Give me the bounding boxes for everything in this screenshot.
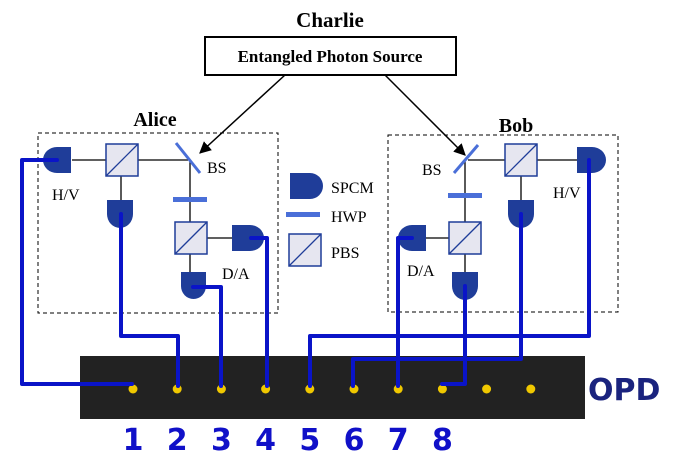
bob-hv-label: H/V [553, 185, 581, 202]
opd-pin-number-1: 1 [123, 423, 144, 458]
opd-pins [128, 384, 536, 394]
source-box [204, 36, 457, 76]
bob-optics: BS H/V D/A [398, 143, 606, 300]
wire-7 [396, 236, 414, 388]
bob-hwp [448, 193, 482, 198]
alice-da-label: D/A [222, 266, 250, 283]
bob-label: Bob [499, 115, 533, 137]
legend-spcm-icon [290, 173, 323, 199]
wire-4 [249, 236, 269, 388]
bob-pbs-hv [504, 143, 538, 177]
wire-2 [119, 212, 180, 388]
bob-station-box [387, 134, 619, 313]
opd-pin-10 [526, 384, 536, 394]
photon-path-to-bob [384, 74, 466, 156]
opd-pin-1 [128, 384, 138, 394]
alice-pbs-hv [105, 143, 139, 177]
bob-da-label: D/A [407, 263, 435, 280]
opd-pin-number-8: 8 [432, 423, 453, 458]
wire-1 [20, 158, 134, 386]
alice-label: Alice [133, 109, 176, 131]
legend-pbs-label: PBS [331, 245, 359, 262]
wire-5 [308, 158, 591, 388]
wire-8 [440, 284, 467, 386]
detector-wires [20, 158, 591, 388]
wire-3 [191, 285, 223, 388]
opd-pin-5 [305, 384, 315, 394]
bob-pbs-da [448, 221, 482, 255]
opd-pin-number-4: 4 [255, 423, 276, 458]
charlie-label: Charlie [296, 8, 364, 32]
opd-pin-number-7: 7 [388, 423, 409, 458]
opd-board [80, 356, 585, 419]
opd-pin-number-2: 2 [167, 423, 188, 458]
alice-pbs-da [174, 221, 208, 255]
alice-beam-splitter [174, 142, 202, 174]
legend-spcm-label: SPCM [331, 180, 374, 197]
opd-pin-9 [482, 384, 492, 394]
legend-hwp-icon [286, 212, 320, 217]
bob-bs-label: BS [422, 162, 442, 179]
alice-bs-label: BS [207, 160, 227, 177]
opd-pin-number-5: 5 [299, 423, 320, 458]
opd-label: OPD [588, 373, 660, 408]
legend: SPCM HWP PBS [286, 173, 374, 267]
source-label: Entangled Photon Source [238, 47, 423, 66]
wire-6 [351, 212, 523, 388]
alice-hv-label: H/V [52, 187, 80, 204]
photon-path-to-alice [199, 74, 286, 154]
opd-pin-number-3: 3 [211, 423, 232, 458]
alice-spcm-da-right [232, 225, 264, 251]
legend-pbs-icon [288, 233, 322, 267]
alice-optics: BS H/V D/A [43, 142, 264, 299]
opd-pin-8 [437, 384, 447, 394]
opd-pin-7 [393, 384, 403, 394]
bob-spcm-hv-right [577, 147, 606, 173]
legend-hwp-label: HWP [331, 209, 367, 226]
bob-beam-splitter [452, 144, 480, 174]
alice-hwp [173, 197, 207, 202]
opd-pin-number-6: 6 [344, 423, 365, 458]
alice-station-box [37, 132, 279, 314]
